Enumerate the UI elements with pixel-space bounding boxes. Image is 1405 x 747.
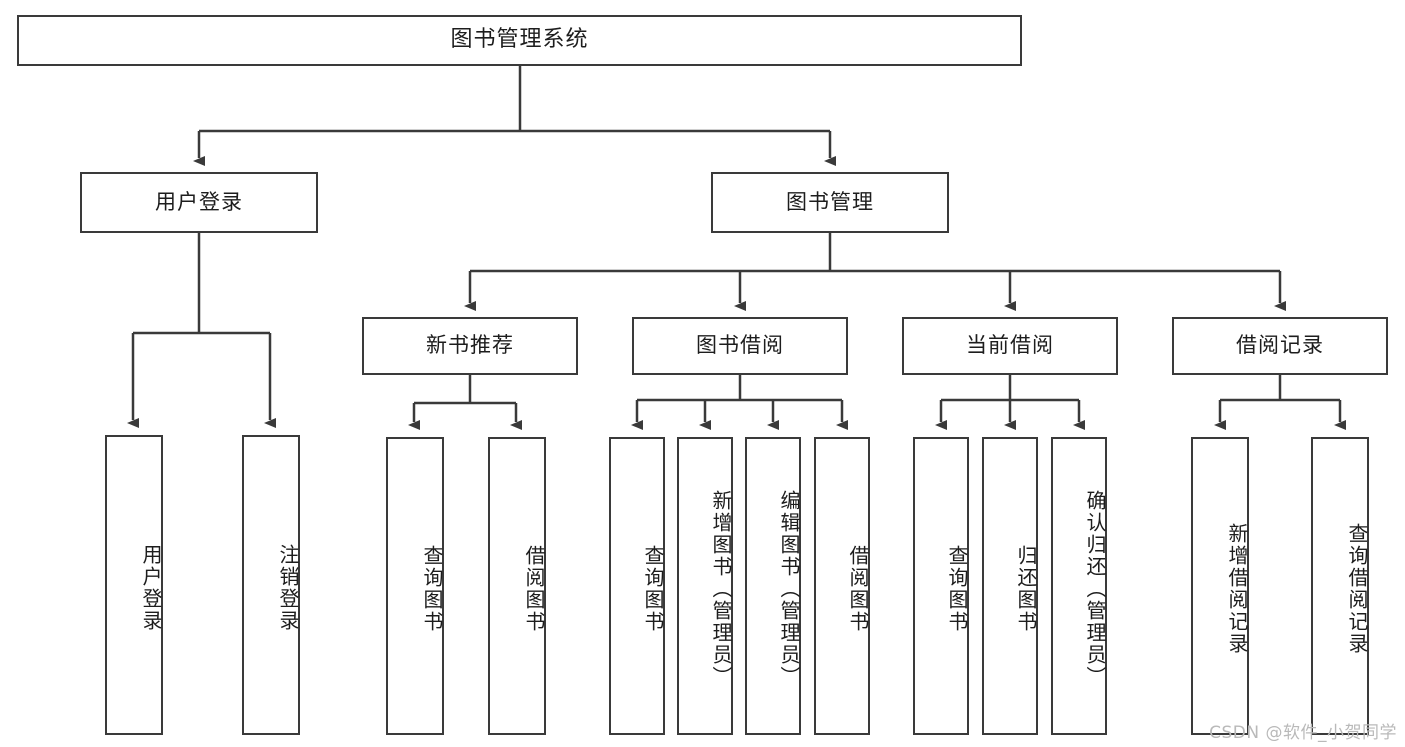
node-label: 归还图书 [1014, 545, 1038, 633]
leaf-borrow-record-add[interactable]: 新增借阅记录 [1191, 437, 1249, 735]
node-label: 注销登录 [276, 544, 300, 632]
node-label: 新增图书（管理员） [709, 490, 733, 688]
node-label: 借阅图书 [846, 545, 870, 633]
node-label: 查询图书 [641, 545, 665, 633]
leaf-user-login-login[interactable]: 用户登录 [105, 435, 163, 735]
node-label: 借阅图书 [522, 545, 546, 633]
leaf-new-book-query[interactable]: 查询图书 [386, 437, 444, 735]
leaf-book-borrow-borrow[interactable]: 借阅图书 [814, 437, 870, 735]
leaf-book-borrow-query[interactable]: 查询图书 [609, 437, 665, 735]
node-new-book-recommend[interactable]: 新书推荐 [362, 317, 578, 375]
leaf-user-login-logout[interactable]: 注销登录 [242, 435, 300, 735]
node-label: 编辑图书（管理员） [777, 490, 801, 688]
node-label: 当前借阅 [966, 333, 1054, 358]
leaf-borrow-record-query[interactable]: 查询借阅记录 [1311, 437, 1369, 735]
node-label: 查询图书 [420, 545, 444, 633]
leaf-new-book-borrow[interactable]: 借阅图书 [488, 437, 546, 735]
node-root-system[interactable]: 图书管理系统 [17, 15, 1022, 66]
node-label: 新增借阅记录 [1225, 523, 1249, 655]
node-label: 图书管理系统 [450, 27, 589, 53]
leaf-current-borrow-return[interactable]: 归还图书 [982, 437, 1038, 735]
node-label: 图书借阅 [696, 333, 784, 358]
node-book-management[interactable]: 图书管理 [711, 172, 949, 233]
node-label: 借阅记录 [1236, 333, 1324, 358]
node-user-login[interactable]: 用户登录 [80, 172, 318, 233]
node-label: 用户登录 [155, 189, 243, 214]
leaf-book-borrow-add[interactable]: 新增图书（管理员） [677, 437, 733, 735]
node-current-borrow[interactable]: 当前借阅 [902, 317, 1118, 375]
node-label: 新书推荐 [426, 333, 514, 358]
node-label: 用户登录 [139, 544, 163, 632]
leaf-current-borrow-confirm[interactable]: 确认归还（管理员） [1051, 437, 1107, 735]
node-label: 查询图书 [945, 545, 969, 633]
leaf-book-borrow-edit[interactable]: 编辑图书（管理员） [745, 437, 801, 735]
watermark: CSDN @软件_小贺同学 [1209, 723, 1397, 743]
node-label: 查询借阅记录 [1345, 523, 1369, 655]
node-borrow-record[interactable]: 借阅记录 [1172, 317, 1388, 375]
node-label: 确认归还（管理员） [1083, 490, 1107, 688]
leaf-current-borrow-query[interactable]: 查询图书 [913, 437, 969, 735]
node-label: 图书管理 [786, 189, 874, 214]
node-book-borrow[interactable]: 图书借阅 [632, 317, 848, 375]
